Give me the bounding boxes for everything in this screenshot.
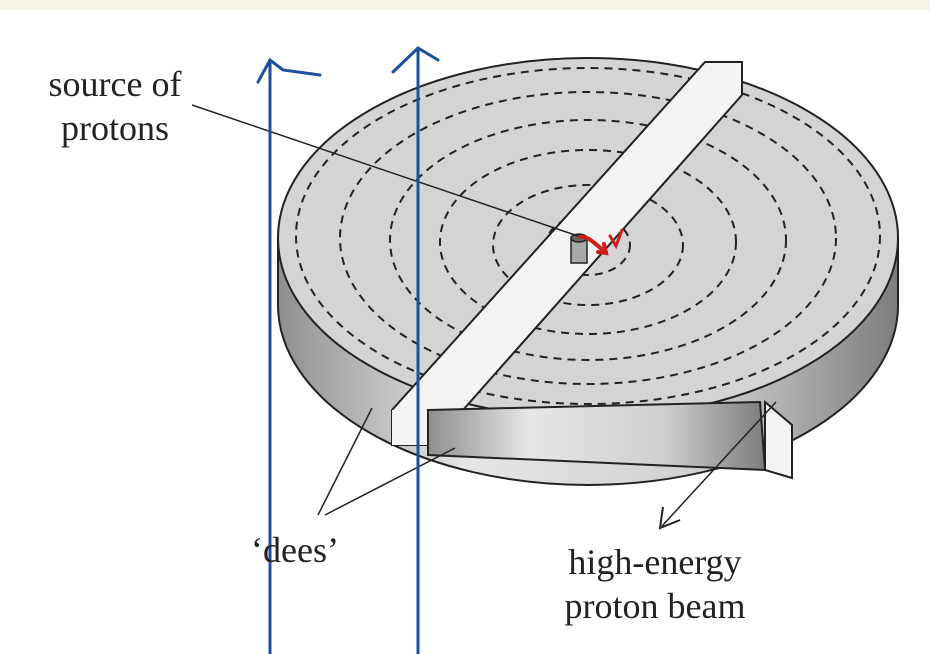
beam-arrowhead: [658, 506, 681, 530]
label-line: proton beam: [564, 586, 746, 626]
dees-leader-line-2: [324, 447, 456, 516]
dees-leader-line-1: [317, 407, 373, 516]
label-line: source of: [48, 64, 182, 104]
handwritten-velocity-arrow: [578, 228, 624, 256]
dees-label: ‘dees’: [251, 530, 339, 570]
blue-arrowhead-1: [256, 57, 322, 84]
top-bar: [0, 0, 930, 10]
source-leader-line: [191, 104, 579, 237]
exit-notch: [764, 399, 793, 480]
proton-orbits: [295, 67, 881, 405]
high-energy-beam-label: high-energy proton beam: [535, 540, 775, 628]
label-line: high-energy: [568, 542, 742, 582]
blue-arrowhead-2: [391, 46, 440, 74]
beam-arrow-line: [661, 401, 777, 527]
label-line: protons: [61, 108, 169, 148]
source-of-protons-label: source of protons: [20, 62, 210, 150]
